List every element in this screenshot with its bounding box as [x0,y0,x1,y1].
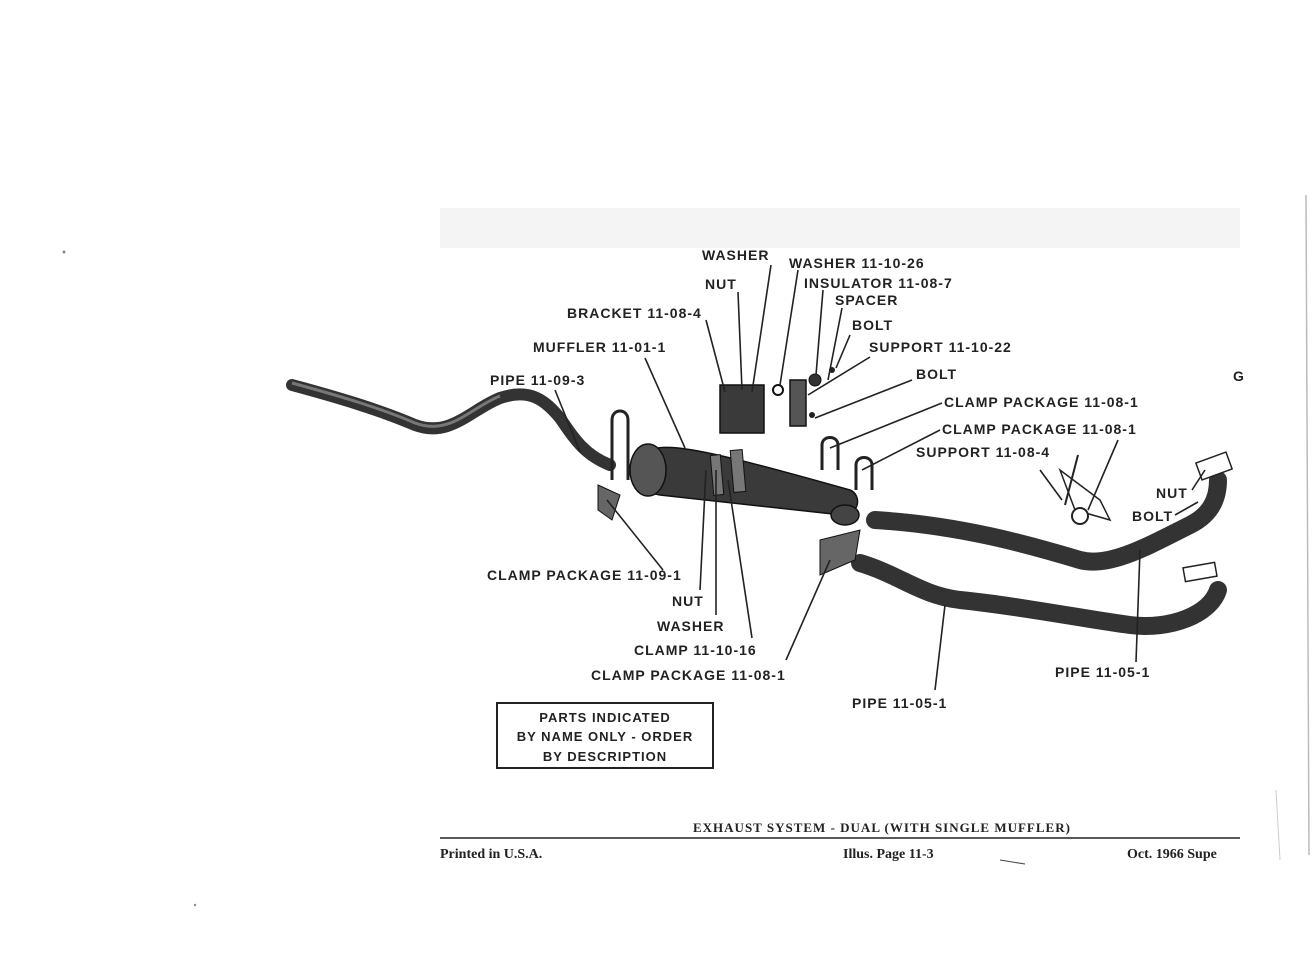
label-bolt-right: BOLT [1132,508,1173,524]
notice-line-3: BY DESCRIPTION [543,749,667,764]
muffler-clamp-band [709,454,725,496]
footer-printed: Printed in U.S.A. [440,847,542,862]
label-clamp-11-10-16: CLAMP 11-10-16 [634,642,757,658]
tailpipe [286,379,616,471]
notice-line-1: PARTS INDICATED [539,710,671,725]
label-washer-bottom: WASHER [657,618,724,634]
scan-speck [62,250,66,254]
support-hanger-ring [1071,507,1089,525]
label-insulator: INSULATOR 11-08-7 [804,275,953,291]
scan-speck [193,903,197,907]
label-clamp-package-bottom: CLAMP PACKAGE 11-08-1 [591,667,786,683]
label-pipe-11-09-3: PIPE 11-09-3 [490,372,585,388]
u-clamp [854,456,874,490]
insulator-part [808,373,822,387]
support-hanger-rod [1064,454,1079,506]
label-bolt-mid: BOLT [916,366,957,382]
flange-upper [1194,451,1234,481]
label-pipe-11-05-1-center: PIPE 11-05-1 [852,695,947,711]
label-nut-right: NUT [1156,485,1188,501]
faint-background-ghost [440,208,1240,248]
bolt-head [809,412,815,418]
label-clamp-package-1: CLAMP PACKAGE 11-08-1 [944,394,1139,410]
label-nut-bottom: NUT [672,593,704,609]
label-spacer: SPACER [835,292,898,308]
support-plate [789,379,807,427]
label-muffler: MUFFLER 11-01-1 [533,339,666,355]
label-edge-g: G [1233,368,1245,384]
notice-line-2: BY NAME ONLY - ORDER [517,729,694,744]
label-support-11-10-22: SUPPORT 11-10-22 [869,339,1012,355]
support-hanger [1058,467,1112,522]
leader-lines [554,264,1206,691]
scan-edge-line [1275,789,1281,861]
muffler-end-cap [629,443,667,497]
label-support-11-08-4: SUPPORT 11-08-4 [916,444,1050,460]
label-washer-11-10-26: WASHER 11-10-26 [789,255,925,271]
label-nut-top: NUT [705,276,737,292]
scan-edge-line [1305,194,1310,856]
label-clamp-package-2: CLAMP PACKAGE 11-08-1 [942,421,1137,437]
footer-date: Oct. 1966 Supe [1127,847,1217,862]
muffler-clamp-band [729,449,747,493]
dual-pipe-lower [851,554,1227,635]
footer-mark [999,859,1026,865]
label-bolt-top: BOLT [852,317,893,333]
label-pipe-11-05-1-right: PIPE 11-05-1 [1055,664,1150,680]
bracket-11-08-4 [719,384,765,434]
footer-page: Illus. Page 11-3 [843,847,934,862]
label-washer-top: WASHER [702,247,769,263]
dual-pipe-upper [866,471,1227,571]
muffler-outlet [830,504,860,526]
clamp-saddle [819,529,861,576]
label-clamp-package-11-09-1: CLAMP PACKAGE 11-09-1 [487,567,682,583]
u-clamp [610,409,630,480]
washer-part [772,384,784,396]
u-clamp [820,436,840,470]
tailpipe-highlight [291,381,501,428]
flange-lower [1182,561,1218,583]
label-bracket: BRACKET 11-08-4 [567,305,702,321]
figure-caption: EXHAUST SYSTEM - DUAL (WITH SINGLE MUFFL… [693,820,1071,835]
notice-box [496,702,714,769]
